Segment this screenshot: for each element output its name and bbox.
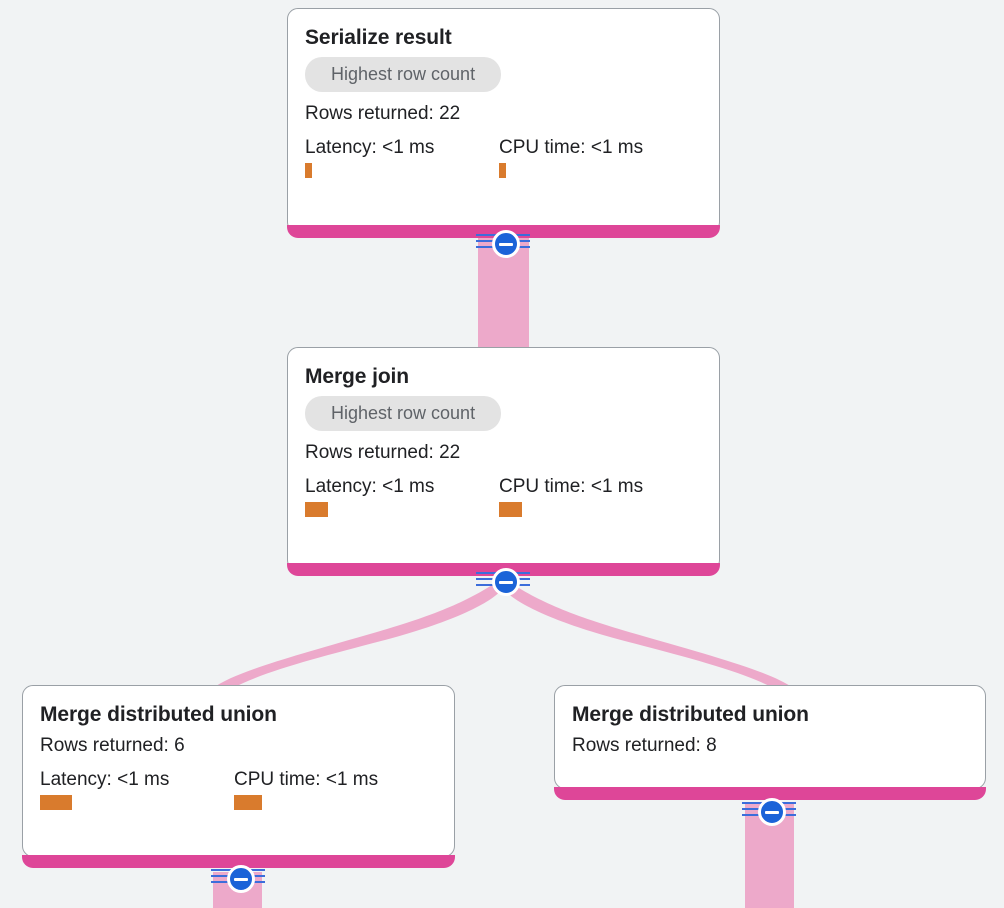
node-badge-highest-row-count: Highest row count: [305, 57, 502, 92]
node-merge-distributed-union-left[interactable]: Merge distributed union Rows returned: 6…: [22, 685, 455, 857]
node-title: Serialize result: [305, 26, 452, 49]
metric-latency-bar: [305, 163, 312, 178]
node-rows-returned: Rows returned: 6: [40, 735, 185, 756]
metric-latency: Latency: <1 ms: [40, 769, 234, 810]
node-title: Merge join: [305, 365, 410, 388]
node-serialize-result[interactable]: Serialize result Highest row count Rows …: [287, 8, 720, 233]
collapse-minus-icon[interactable]: [492, 230, 520, 258]
node-title: Merge distributed union: [572, 703, 809, 726]
metric-latency-bar: [40, 795, 72, 810]
link-merge-join-to-right-union: [503, 578, 793, 700]
node-metrics: Latency: <1 ms CPU time: <1 ms: [305, 137, 702, 178]
node-rows-returned: Rows returned: 8: [572, 735, 717, 756]
node-merge-distributed-union-right[interactable]: Merge distributed union Rows returned: 8: [554, 685, 986, 789]
metric-latency-label: Latency: <1 ms: [305, 137, 435, 158]
metric-latency-label: Latency: <1 ms: [40, 769, 170, 790]
collapse-minus-icon[interactable]: [227, 865, 255, 893]
toggle-serialize-result[interactable]: [476, 227, 530, 258]
metric-cpu-time-label: CPU time: <1 ms: [499, 476, 644, 497]
link-merge-join-to-left-union: [213, 578, 503, 700]
node-accent-bar-merge-distributed-union-right: [554, 787, 986, 800]
toggle-merge-distributed-union-right[interactable]: [742, 795, 796, 826]
metric-cpu-time: CPU time: <1 ms: [499, 476, 693, 517]
metric-latency: Latency: <1 ms: [305, 476, 499, 517]
toggle-merge-join[interactable]: [476, 565, 530, 596]
metric-cpu-time-label: CPU time: <1 ms: [234, 769, 379, 790]
metric-cpu-time-label: CPU time: <1 ms: [499, 137, 644, 158]
metric-latency: Latency: <1 ms: [305, 137, 499, 178]
node-merge-join[interactable]: Merge join Highest row count Rows return…: [287, 347, 720, 571]
collapse-minus-icon[interactable]: [758, 798, 786, 826]
metric-latency-label: Latency: <1 ms: [305, 476, 435, 497]
metric-cpu-time-bar: [499, 502, 522, 517]
metric-cpu-time: CPU time: <1 ms: [499, 137, 693, 178]
node-title: Merge distributed union: [40, 703, 277, 726]
node-badge-highest-row-count: Highest row count: [305, 396, 502, 431]
node-metrics: Latency: <1 ms CPU time: <1 ms: [305, 476, 702, 517]
metric-cpu-time-bar: [234, 795, 262, 810]
toggle-merge-distributed-union-left[interactable]: [211, 862, 265, 893]
metric-cpu-time: CPU time: <1 ms: [234, 769, 428, 810]
node-rows-returned: Rows returned: 22: [305, 442, 461, 463]
collapse-minus-icon[interactable]: [492, 568, 520, 596]
node-rows-returned: Rows returned: 22: [305, 103, 461, 124]
node-accent-bar-merge-distributed-union-left: [22, 855, 455, 868]
metric-cpu-time-bar: [499, 163, 506, 178]
node-metrics: Latency: <1 ms CPU time: <1 ms: [40, 769, 437, 810]
metric-latency-bar: [305, 502, 328, 517]
